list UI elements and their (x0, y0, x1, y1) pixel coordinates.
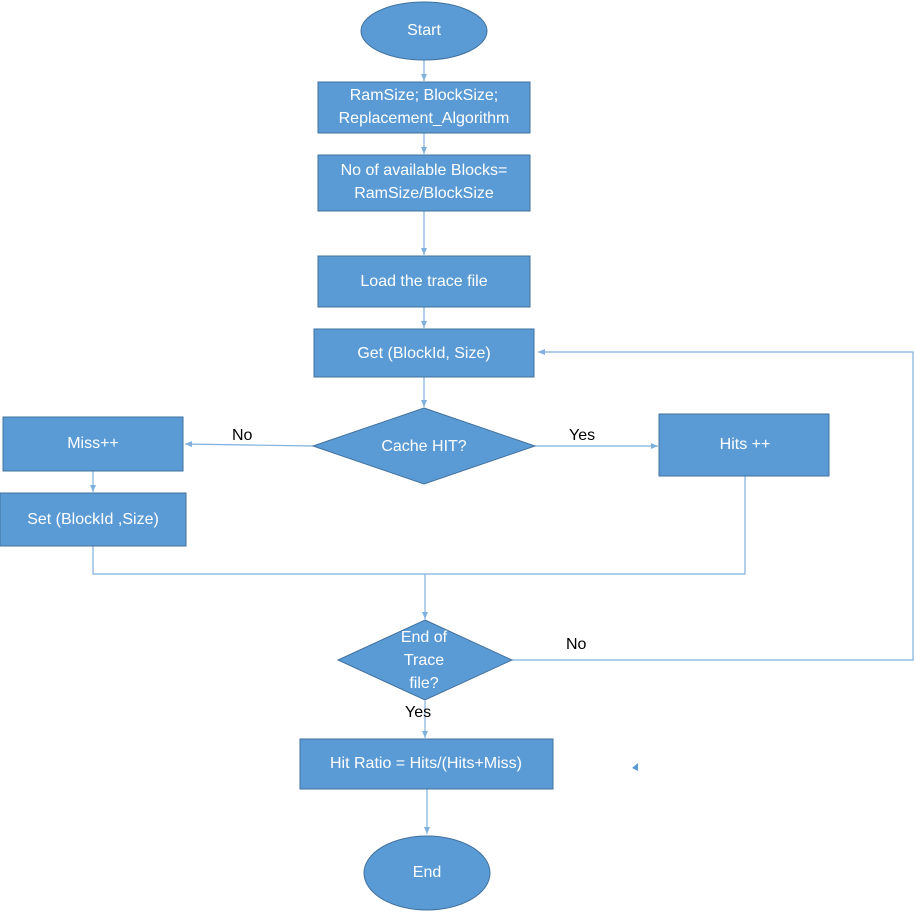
params-label-line-1: RamSize; BlockSize; (350, 87, 499, 104)
edge-set-to-merge (92, 546, 425, 575)
get-block-label: Get (BlockId, Size) (357, 345, 490, 362)
cache-hit-decision[interactable]: Cache HIT? (311, 407, 537, 485)
edge-end-of-trace-no-loop (512, 349, 914, 661)
end-label: End (413, 864, 441, 881)
miss-label: Miss++ (67, 435, 119, 452)
cache-hit-no-label: No (232, 427, 253, 444)
stray-arrowhead (632, 763, 638, 771)
get-block-node[interactable]: Get (BlockId, Size) (313, 328, 535, 378)
start-node[interactable]: Start (360, 1, 488, 61)
set-block-label: Set (BlockId ,Size) (27, 511, 159, 528)
end-of-trace-yes-label: Yes (405, 704, 431, 721)
available-blocks-label-line-2: RamSize/BlockSize (354, 185, 494, 202)
cache-hit-yes-label: Yes (569, 427, 595, 444)
params-node[interactable]: RamSize; BlockSize; Replacement_Algorith… (317, 81, 531, 134)
end-node[interactable]: End (363, 835, 491, 911)
hits-node[interactable]: Hits ++ (658, 413, 830, 477)
connectors (90, 60, 914, 834)
end-of-trace-label-line-2: Trace (404, 652, 444, 669)
end-of-trace-no-label: No (566, 636, 587, 653)
end-of-trace-label-line-3: file? (409, 675, 438, 692)
hits-label: Hits ++ (720, 436, 771, 453)
miss-node[interactable]: Miss++ (2, 416, 184, 472)
available-blocks-label-line-1: No of available Blocks= (341, 162, 508, 179)
end-of-trace-decision[interactable]: End of Trace file? (336, 619, 514, 701)
load-trace-node[interactable]: Load the trace file (317, 255, 531, 308)
params-label-line-2: Replacement_Algorithm (339, 110, 510, 127)
cache-hit-label: Cache HIT? (381, 438, 466, 455)
start-label: Start (407, 22, 441, 39)
available-blocks-node[interactable]: No of available Blocks= RamSize/BlockSiz… (317, 154, 531, 212)
hit-ratio-label: Hit Ratio = Hits/(Hits+Miss) (330, 755, 522, 772)
hit-ratio-node[interactable]: Hit Ratio = Hits/(Hits+Miss) (299, 738, 554, 790)
load-trace-label: Load the trace file (360, 273, 487, 290)
edge-cache-hit-no-to-miss (184, 441, 314, 448)
set-block-node[interactable]: Set (BlockId ,Size) (0, 492, 187, 547)
edge-hits-to-merge (425, 476, 746, 575)
end-of-trace-label-line-1: End of (401, 629, 448, 646)
